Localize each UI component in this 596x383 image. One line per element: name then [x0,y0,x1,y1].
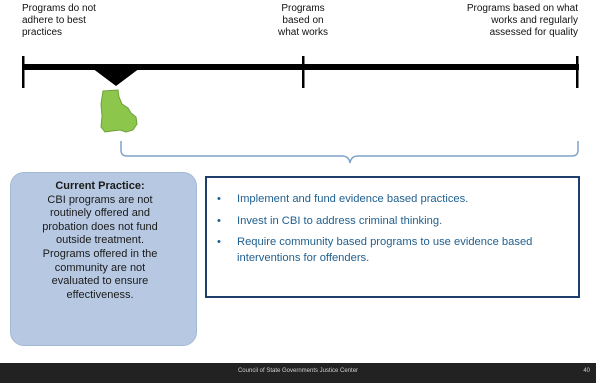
current-practice-line: evaluated to ensure [51,275,149,288]
scale-left-label-line: adhere to best [22,15,86,26]
scale-left-label: Programs do not adhere to best practices [22,3,132,39]
footer-bar: Council of State Governments Justice Cen… [0,363,596,383]
scale-tick-middle [302,56,305,88]
scale-diagram [22,56,579,164]
current-practice-line: outside treatment. [55,234,145,247]
scale-tick-left [22,56,25,88]
current-practice-line: CBI programs are not [47,193,153,206]
scale-right-label-line: works and regularly [491,15,578,26]
recommendations-list: Implement and fund evidence based practi… [217,192,567,272]
recommendation-brace [120,141,579,164]
scale-right-label-line: assessed for quality [489,27,578,38]
current-practice-line: probation does not fund [42,220,158,233]
scale-left-label-line: practices [22,27,63,38]
recommendation-item: Invest in CBI to address criminal thinki… [217,214,567,230]
scale-middle-label-line: what works [277,27,328,38]
current-practice-line: routinely offered and [49,207,151,220]
scale-middle-label-line: based on [282,15,324,26]
scale-middle-label: Programs based on what works [262,3,344,39]
scale-left-label-line: Programs do not [22,3,96,14]
scale-middle-label-line: Programs [281,3,325,14]
scale-tick-right [576,56,579,88]
recommendation-item: Implement and fund evidence based practi… [217,192,567,208]
current-practice-line: Programs offered in the [42,247,158,260]
current-practice-line: community are not [54,261,146,274]
scale-right-label-line: Programs based on what [466,3,578,14]
position-marker [92,68,140,86]
current-practice-line: effectiveness. [66,288,134,301]
current-practice-text: Current Practice: CBI programs are not r… [14,180,186,302]
recommendations-box: Implement and fund evidence based practi… [205,176,580,298]
current-practice-box [10,172,197,346]
scale-right-label: Programs based on what works and regular… [420,3,578,39]
page-number: 40 [583,368,590,374]
scale-line [22,64,579,70]
footer-organization: Council of State Governments Justice Cen… [237,368,359,374]
current-practice-title: Current Practice: [55,180,145,192]
recommendation-item: Require community based programs to use … [217,235,567,266]
state-shape-icon [100,89,138,133]
